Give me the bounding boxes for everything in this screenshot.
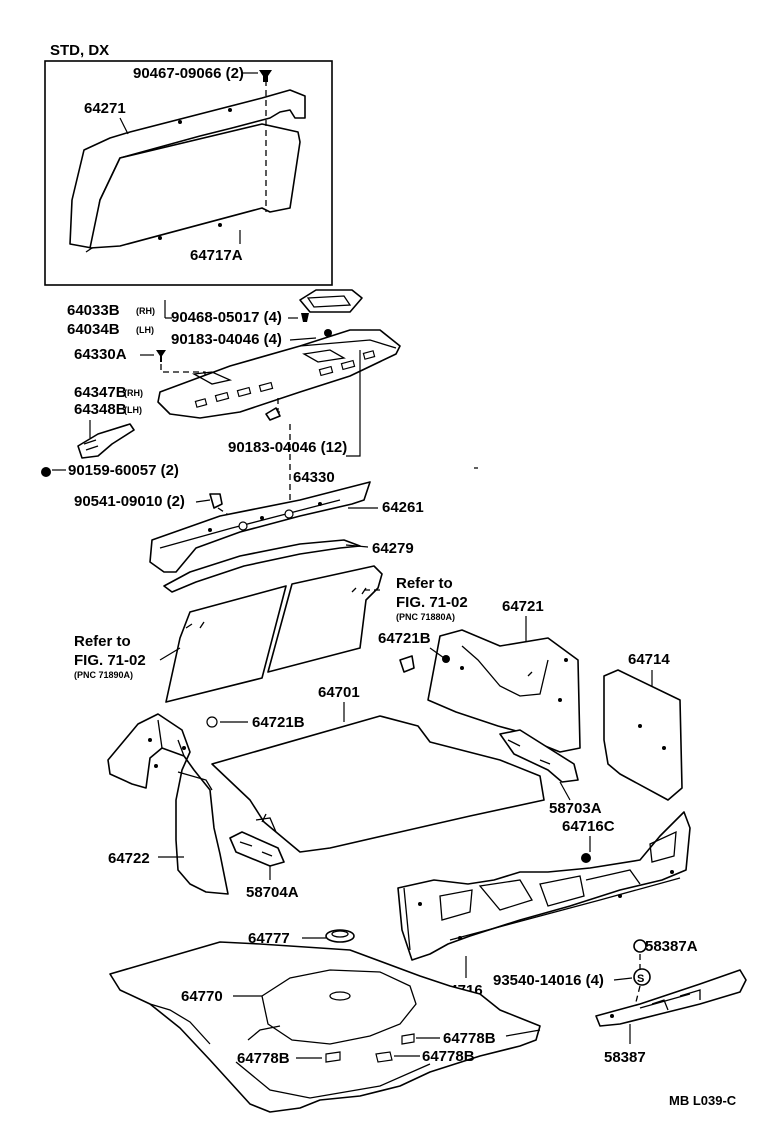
clip-icon-2: [209, 493, 223, 509]
label-90183-04046-4: 90183-04046 (4): [171, 331, 282, 348]
label-64034B: 64034B: [67, 321, 120, 338]
label-90467-09066: 90467-09066 (2): [133, 65, 244, 82]
label-64330: 64330: [293, 469, 335, 486]
right-side-trim: [427, 629, 581, 753]
label-90468-05017: 90468-05017 (4): [171, 309, 282, 326]
seatback-right: [267, 565, 383, 673]
label-64778B-b: 64778B: [422, 1048, 475, 1065]
label-64717A: 64717A: [190, 247, 243, 264]
label-64721: 64721: [502, 598, 544, 615]
ref-right-line2: FIG. 71-02: [396, 594, 468, 611]
label-64714: 64714: [628, 651, 670, 668]
left-side-trim: [107, 713, 229, 895]
label-64033B-side: (RH): [136, 306, 155, 316]
bracket-58704A: [229, 831, 285, 867]
label-64778B-c: 64778B: [237, 1050, 290, 1067]
label-58704A: 58704A: [246, 884, 299, 901]
trunk-floor-mat: [109, 941, 541, 1113]
ref-left-line2: FIG. 71-02: [74, 652, 146, 669]
label-58387: 58387: [604, 1049, 646, 1066]
nut-icon: [265, 407, 281, 421]
clip-icon-3: [399, 655, 415, 673]
inset-frame: [44, 60, 333, 286]
label-64347B: 64347B: [74, 384, 127, 401]
cap-icon: [633, 939, 647, 953]
rear-panel-garnish: [149, 481, 371, 573]
label-58703A: 58703A: [549, 800, 602, 817]
scuff-plate: [595, 969, 747, 1027]
screw-icon: [41, 467, 51, 477]
ref-right-line1: Refer to: [396, 575, 453, 592]
weatherstrip: [163, 539, 361, 593]
label-64770: 64770: [181, 988, 223, 1005]
side-trim-panels: [69, 89, 306, 253]
clip-icon: [259, 70, 272, 82]
label-64348B-side: (LH): [124, 405, 142, 415]
label-64033B: 64033B: [67, 302, 120, 319]
label-64716C: 64716C: [562, 818, 615, 835]
svg-text:S: S: [637, 973, 644, 985]
ref-left-line3: (PNC 71890A): [74, 670, 133, 680]
hinge-cover: [77, 423, 135, 459]
label-64722: 64722: [108, 850, 150, 867]
label-64721B-a: 64721B: [378, 630, 431, 647]
label-93540-14016: 93540-14016 (4): [493, 972, 604, 989]
wheel-house-panel: [603, 669, 683, 801]
label-64348B: 64348B: [74, 401, 127, 418]
label-90159-60057: 90159-60057 (2): [68, 462, 179, 479]
variant-heading: STD, DX: [50, 42, 109, 59]
label-64347B-side: (RH): [124, 388, 143, 398]
seatback-left: [165, 585, 287, 703]
label-64778B-a: 64778B: [443, 1030, 496, 1047]
package-tray-trim: [157, 329, 401, 419]
label-64777: 64777: [248, 930, 290, 947]
clip-icon-4: [581, 853, 591, 863]
label-64261: 64261: [382, 499, 424, 516]
label-64721B-b: 64721B: [252, 714, 305, 731]
diagram-code: MB L039-C: [669, 1093, 737, 1108]
label-64330A: 64330A: [74, 346, 127, 363]
bracket-58703A: [499, 729, 579, 783]
label-64034B-side: (LH): [136, 325, 154, 335]
ref-right-line3: (PNC 71880A): [396, 612, 455, 622]
screw-s-icon: [633, 968, 651, 986]
label-58387A: 58387A: [645, 938, 698, 955]
label-90183-04046-12: 90183-04046 (12): [228, 439, 347, 456]
label-64701: 64701: [318, 684, 360, 701]
label-64271: 64271: [84, 100, 126, 117]
label-90541-09010: 90541-09010 (2): [74, 493, 185, 510]
rear-panel-trim: [397, 811, 691, 961]
trunk-mat: [211, 715, 545, 853]
ref-left-line1: Refer to: [74, 633, 131, 650]
plug-64777: [325, 929, 355, 943]
label-64279: 64279: [372, 540, 414, 557]
